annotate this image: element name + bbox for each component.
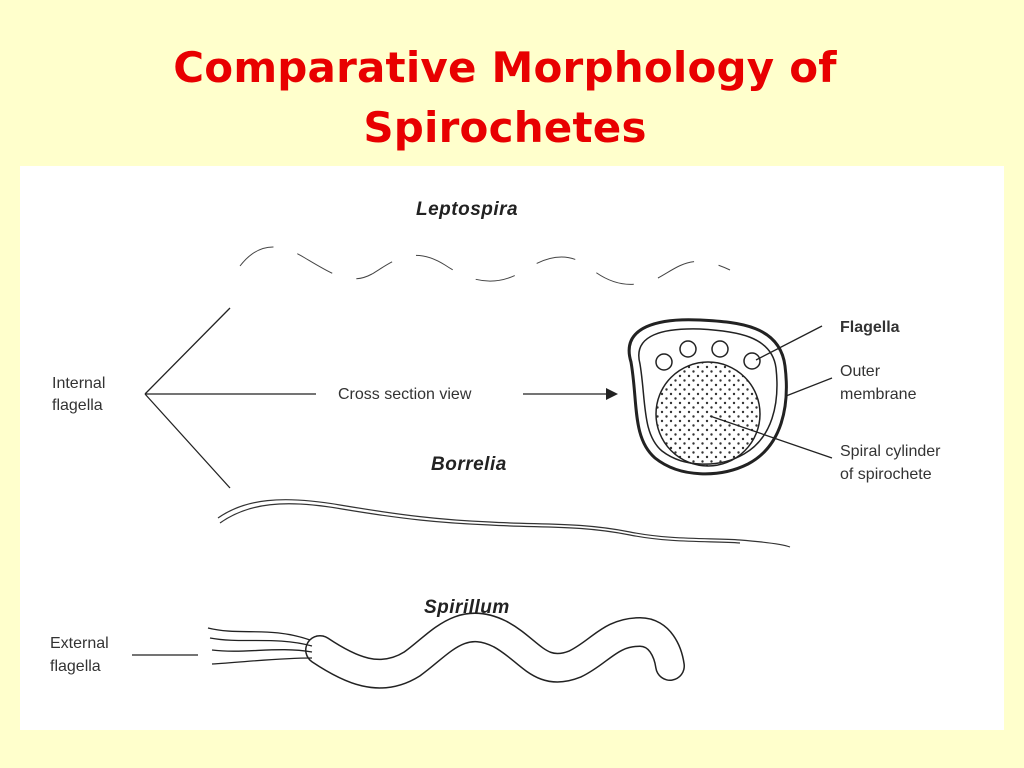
borrelia-organism xyxy=(203,487,804,555)
spirillum-label: Spirillum xyxy=(424,597,510,618)
flagellum-circle-4 xyxy=(743,352,761,370)
internal-flagella-label-line-2: flagella xyxy=(52,397,103,414)
flagella-label: Flagella xyxy=(840,319,900,336)
spiral-cylinder-label-line-1: Spiral cylinder xyxy=(840,443,941,460)
external-flagella-label-line-2: flagella xyxy=(50,658,101,675)
external-flagella-label-line-1: External xyxy=(50,635,109,652)
cross-section-view-label: Cross section view xyxy=(338,386,472,403)
leptospira-label: Leptospira xyxy=(416,199,518,220)
flagellum-circle-3 xyxy=(711,340,729,358)
outer-membrane-label-line-1: Outer xyxy=(840,363,881,380)
leptospira-organism xyxy=(221,234,781,291)
leader-lines xyxy=(132,307,833,656)
diagram-panel: Leptospira Borrelia Spirillum Internal f… xyxy=(20,166,1004,730)
flagellum-circle-1 xyxy=(655,353,673,371)
outer-membrane-label-line-2: membrane xyxy=(840,386,917,403)
spiral-cylinder-shape xyxy=(655,361,761,467)
cross-section xyxy=(627,318,788,476)
internal-flagella-label-line-1: Internal xyxy=(52,375,105,392)
spirochete-diagram: Leptospira Borrelia Spirillum Internal f… xyxy=(50,199,941,689)
flagellum-circle-2 xyxy=(679,340,697,358)
slide-title-line-1: Comparative Morphology of xyxy=(173,43,837,92)
spirillum-organism xyxy=(305,612,685,689)
external-flagella-tufts xyxy=(207,627,313,665)
borrelia-label: Borrelia xyxy=(431,454,507,475)
spiral-cylinder-label-line-2: of spirochete xyxy=(840,466,932,483)
slide-title: Comparative Morphology of Spirochetes xyxy=(0,38,1010,158)
slide-title-line-2: Spirochetes xyxy=(363,103,647,152)
